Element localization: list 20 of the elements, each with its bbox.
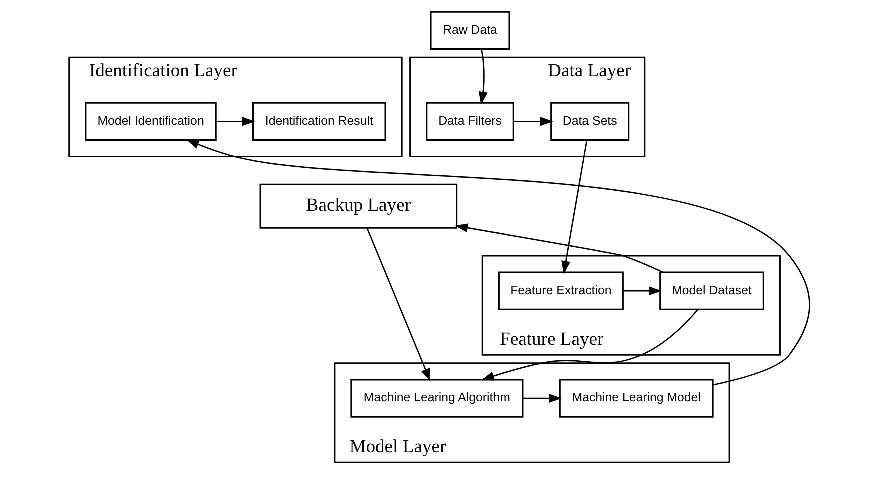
node-box: Backup Layer xyxy=(260,184,458,229)
arrow xyxy=(562,140,588,274)
arrow xyxy=(523,394,562,404)
node-box: Machine Learing Model xyxy=(559,379,714,418)
arrow xyxy=(366,228,431,382)
node-box: Data Filters xyxy=(426,102,514,142)
node-box: Data Sets xyxy=(550,102,630,142)
node-box: Model Dataset xyxy=(660,272,764,310)
arrow xyxy=(216,117,256,126)
node-box: Model Identification xyxy=(85,102,217,142)
arrow xyxy=(478,50,488,105)
arrow xyxy=(186,140,810,386)
node-box: Machine Learing Algorithm xyxy=(350,379,524,418)
node-box: Raw Data xyxy=(430,11,510,50)
arrow xyxy=(455,224,664,274)
node-box: Identification Result xyxy=(252,102,386,142)
arrow xyxy=(623,286,662,296)
node-box: Feature Extraction xyxy=(498,272,624,310)
arrow xyxy=(481,309,699,381)
arrow xyxy=(514,117,554,126)
